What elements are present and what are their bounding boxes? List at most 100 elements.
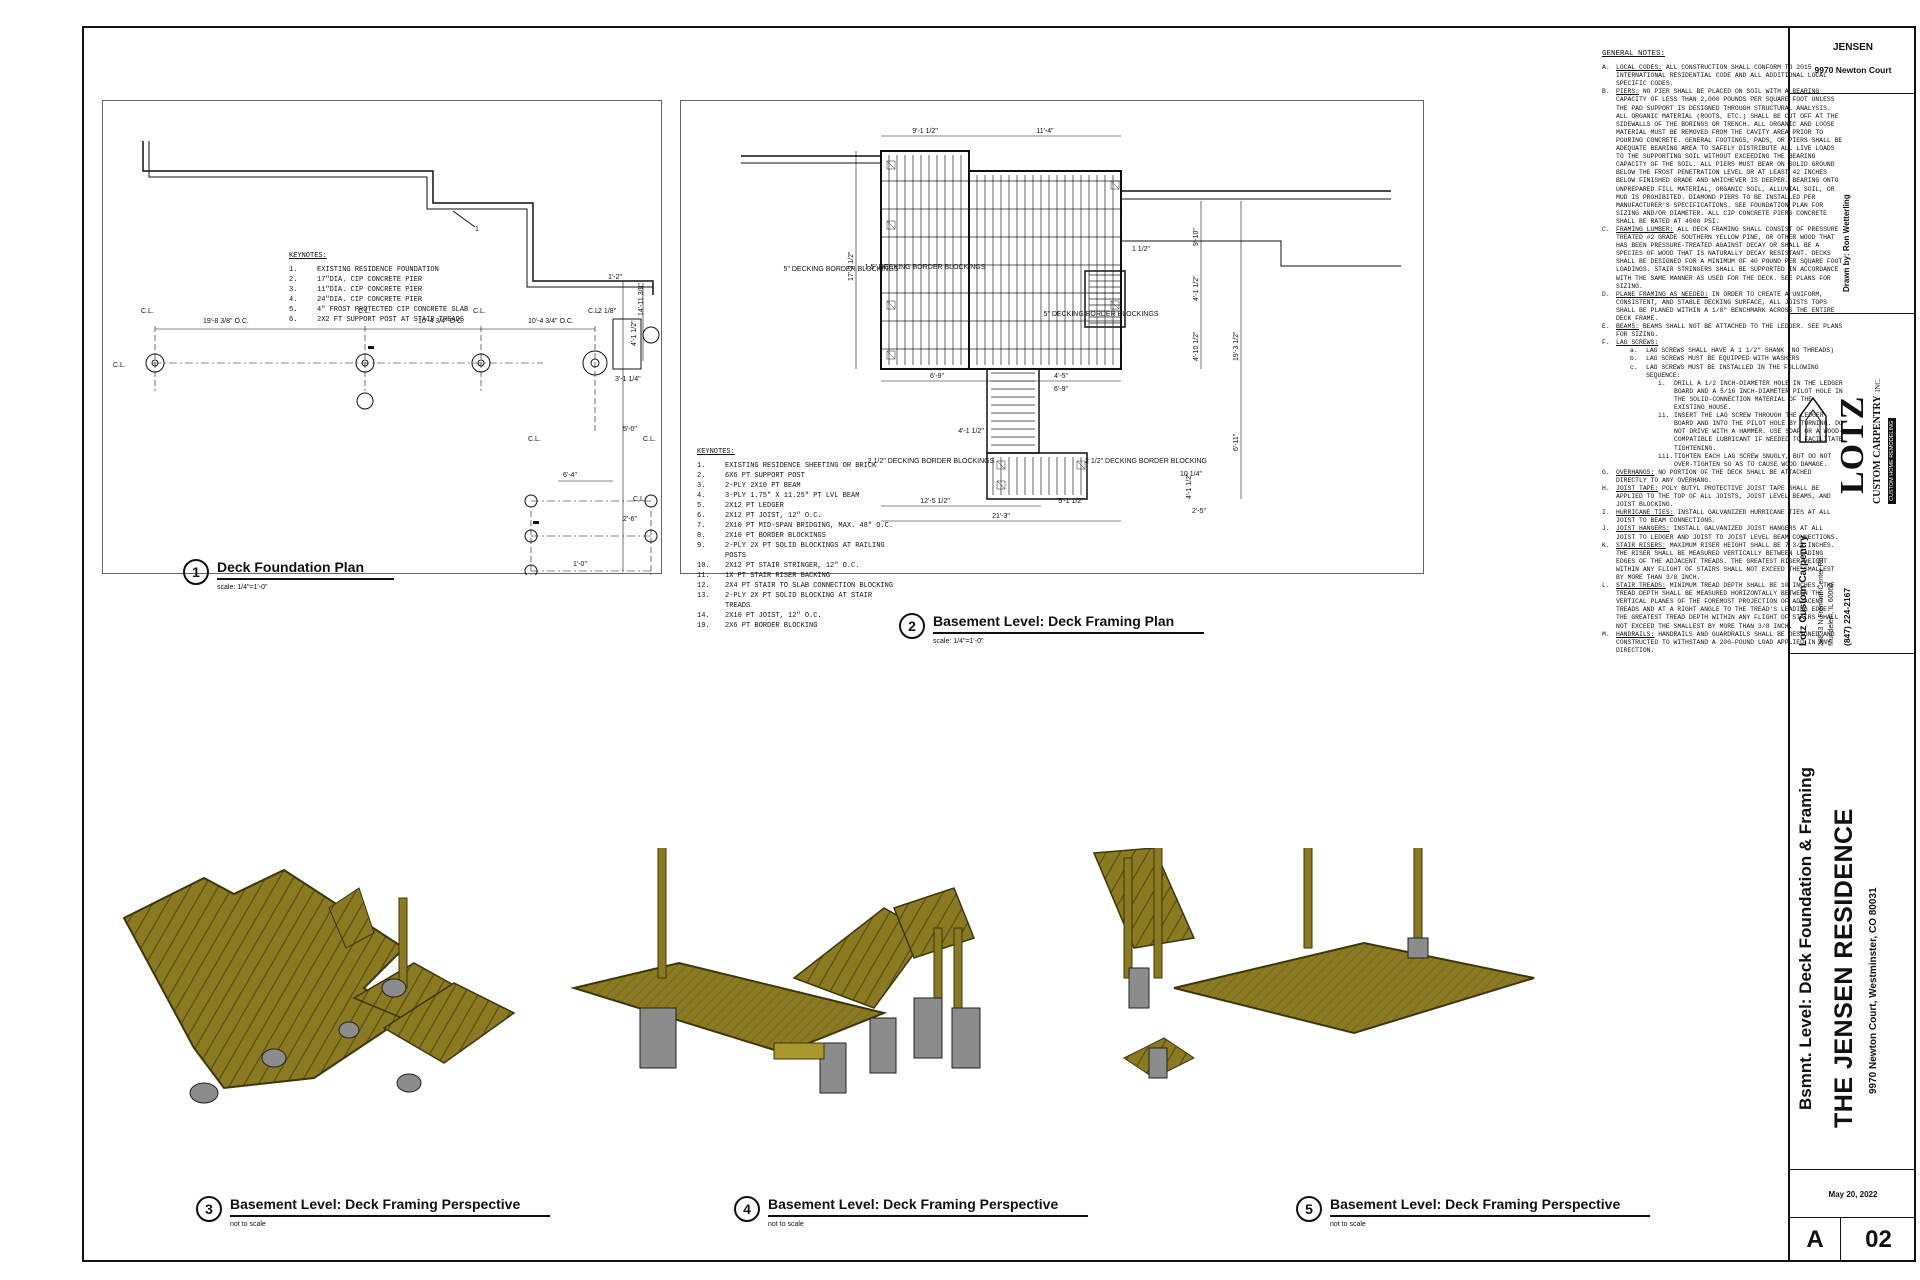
solid-blocking	[886, 220, 896, 230]
note-text: JOIST TAPE: POLY BUTYL PROTECTIVE JOIST …	[1616, 485, 1846, 509]
note-letter: b.	[1630, 355, 1638, 363]
note-letter: B.	[1602, 88, 1610, 96]
note-text: LAG SCREWS MUST BE INSTALLED IN THE FOLL…	[1646, 364, 1846, 380]
dim-label: 4'-1 1/2"	[1193, 275, 1200, 301]
note-heading: LAG SCREWS:	[1616, 339, 1659, 347]
note-letter: C.	[1602, 225, 1610, 233]
keynote-text: 2-PLY 2X10 PT BEAM	[725, 482, 801, 490]
general-note: D. PLANE FRAMING AS NEEDED: IN ORDER TO C…	[1602, 291, 1846, 323]
general-note: J. JOIST HANGERS: INSTALL GALVANIZED JOIS…	[1602, 525, 1846, 541]
note-letter: F.	[1602, 339, 1610, 347]
view-label-5: 5 Basement Level: Deck Framing Perspecti…	[1296, 1196, 1651, 1228]
sheet-title: Bsmnt. Level: Deck Foundation & Framing	[1796, 767, 1815, 1110]
note-text: JOIST HANGERS: INSTALL GALVANIZED JOIST …	[1616, 525, 1846, 541]
perspective-drawings	[122, 848, 1535, 1104]
keynote-number: 2.	[697, 472, 706, 480]
foundation-keynotes: KEYNOTES: 1.EXISTING RESIDENCE FOUNDATIO…	[289, 251, 487, 325]
keynote-item: 3.11"DIA. CIP CONCRETE PIER	[289, 285, 487, 295]
view-scale: scale: 1/4"=1'-0"	[933, 638, 984, 645]
dim-label: 19'-8 3/8" O.C.	[203, 318, 249, 325]
note-heading: STAIR RISERS:	[1616, 541, 1666, 549]
client-address: 9970 Newton Court	[1814, 65, 1892, 75]
keynote-item: 5.2X12 PT LEDGER	[697, 501, 895, 511]
view-number: 3	[196, 1196, 222, 1222]
note-letter: L.	[1602, 582, 1610, 590]
framing-label: 2 1/2" DECKING BORDER BLOCKING	[1085, 458, 1207, 465]
keynote-text: 2X4 PT STAIR TO SLAB CONNECTION BLOCKING	[725, 582, 894, 590]
keynote-text: 1X PT STAIR RISER BACKING	[725, 572, 831, 580]
centerline-label: C.L.	[358, 308, 371, 315]
note-heading: BEAMS:	[1616, 323, 1640, 331]
general-note: C.FRAMING LUMBER: ALL DECK FRAMING SHALL…	[1602, 226, 1846, 291]
note-letter: D.	[1602, 290, 1610, 298]
note-text: PLANE FRAMING AS NEEDED: IN ORDER TO CRE…	[1616, 291, 1846, 323]
note-body: IN ORDER TO CREATE A UNIFORM, CONSISTENT…	[1616, 290, 1835, 322]
general-note: a.LAG SCREWS SHALL HAVE A 1 1/2" SHANK (…	[1630, 347, 1846, 355]
keynote-item: 13.2-PLY 2X PT SOLID BLOCKING AT STAIR T…	[697, 591, 895, 611]
keynote-item: 4.24"DIA. CIP CONCRETE PIER	[289, 295, 487, 305]
note-body: INSTALL GALVANIZED HURRICANE TIES AT ALL…	[1616, 509, 1831, 525]
keynote-text: 2X12 PT LEDGER	[725, 502, 784, 510]
view-label-1: 1 Deck Foundation Plan scale: 1/4"=1'-0"	[183, 559, 395, 591]
project-title: THE JENSEN RESIDENCE	[1830, 808, 1858, 1128]
note-text: STAIR RISERS: MAXIMUM RISER HEIGHT SHALL…	[1616, 542, 1846, 582]
note-body: BEAMS SHALL NOT BE ATTACHED TO THE LEDGE…	[1616, 323, 1843, 339]
dim-label: 17'-3 1/2"	[848, 251, 855, 281]
keynote-number: 19.	[697, 622, 710, 630]
note-text: LOCAL CODES: ALL CONSTRUCTION SHALL CONF…	[1616, 64, 1846, 88]
view-title: Basement Level: Deck Framing Perspective	[1330, 1196, 1651, 1217]
note-heading: OVERHANGS:	[1616, 468, 1655, 476]
note-heading: JOIST HANGERS:	[1616, 525, 1670, 533]
framing-label: 5" DECKING BORDER BLOCKINGS	[1044, 311, 1159, 318]
note-body: MINIMUM TREAD DEPTH SHALL BE 10 INCHES. …	[1616, 582, 1839, 630]
general-note: i.DRILL A 1/2 INCH-DIAMETER HOLE IN THE …	[1658, 380, 1846, 412]
keynote-number: 3.	[289, 286, 298, 294]
company-address-2: Mundelein, IL 60060	[1828, 582, 1835, 646]
blocking-mark	[1110, 180, 1120, 190]
dim-label: 9'-10"	[1193, 228, 1200, 246]
keynote-item: 5.4" FROST PROTECTED CIP CONCRETE SLAB	[289, 305, 487, 315]
note-body: DRILL A 1/2 INCH-DIAMETER HOLE IN THE LE…	[1674, 379, 1843, 412]
dim-label: 14'-11 3/8"	[638, 283, 645, 316]
company-address-1: 28833 N Fremont Center Rd.	[1818, 555, 1825, 646]
perspective-view-3	[122, 868, 516, 1104]
logo-inc: INC.	[1874, 378, 1882, 392]
note-letter: J.	[1602, 525, 1610, 533]
dim-label: 4'-1 1/2"	[958, 428, 984, 435]
date-cell: May 20, 2022	[1790, 1170, 1916, 1218]
framing-label: 1.5" DECKING BORDER BLOCKINGS	[865, 264, 986, 271]
keynote-item: 11.1X PT STAIR RISER BACKING	[697, 571, 895, 581]
general-notes-list: A. LOCAL CODES: ALL CONSTRUCTION SHALL CO…	[1602, 64, 1846, 655]
blocking-mark	[1110, 300, 1120, 310]
logo-subtext: CUSTOM CARPENTRY	[1872, 395, 1883, 504]
note-text: LAG SCREWS SHALL HAVE A 1 1/2" SHANK (NO…	[1646, 347, 1834, 355]
centerline-label: C.L.	[528, 436, 541, 443]
note-body: POLY BUTYL PROTECTIVE JOIST TAPE SHALL B…	[1616, 484, 1831, 509]
note-letter: A.	[1602, 64, 1610, 72]
view-title: Basement Level: Deck Framing Perspective	[768, 1196, 1089, 1217]
blocking-mark	[996, 460, 1006, 470]
keynote-item: 2.17"DIA. CIP CONCRETE PIER	[289, 275, 487, 285]
framing-label: 5" DECKING BORDER BLOCKINGS	[784, 266, 899, 273]
dim-label: 10'-4 3/4" O.C.	[418, 318, 464, 325]
dim-label: 3'-1 1/4"	[615, 376, 641, 383]
note-body: NO PIER SHALL BE PLACED ON SOIL WITH A B…	[1616, 88, 1843, 225]
note-heading: STAIR TREADS:	[1616, 582, 1666, 590]
dim-label: 2'-6"	[623, 516, 637, 523]
keynote-text: 2X6 PT BORDER BLOCKING	[725, 622, 818, 630]
note-text: HANDRAILS: HANDRAILS AND GUARDRAILS SHAL…	[1616, 631, 1846, 655]
keynote-number: 13.	[697, 592, 710, 600]
dim-label: 6'-11"	[1233, 433, 1240, 451]
general-note: E.BEAMS: BEAMS SHALL NOT BE ATTACHED TO …	[1602, 323, 1846, 339]
solid-blocking	[886, 350, 896, 360]
keynote-item: 6.2X2 FT SUPPORT POST AT STAIR TREADS	[289, 315, 487, 325]
note-text: INSERT THE LAG SCREW THROUGH THE LEDGER …	[1674, 412, 1846, 452]
keynote-item: 1.EXISTING RESIDENCE SHEETING OR BRICK	[697, 461, 895, 471]
general-note: F. LAG SCREWS:	[1602, 339, 1846, 347]
dim-label: 11'-4"	[1036, 128, 1054, 135]
keynote-item: 10.2X12 PT STAIR STRINGER, 12" O.C.	[697, 561, 895, 571]
drawn-by: Drawn by: Ron Wetterling	[1842, 194, 1851, 292]
note-letter: M.	[1602, 630, 1610, 638]
keynote-text: EXISTING RESIDENCE SHEETING OR BRICK	[725, 462, 877, 470]
keynote-item: 19. 2X6 PT BORDER BLOCKING	[697, 621, 895, 631]
